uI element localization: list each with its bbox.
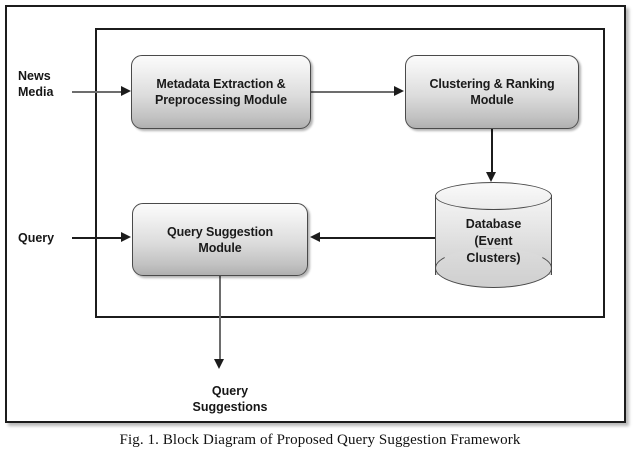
node-query-suggestion-module[interactable]: Query Suggestion Module: [132, 203, 308, 276]
output-label-query-suggestions: Query Suggestions: [192, 384, 268, 415]
input-label-query: Query: [18, 231, 55, 245]
cylinder-bottom-ellipse: [435, 248, 552, 288]
arrowhead-query-to-querysuggestion: [121, 232, 131, 242]
arrowhead-clustering-to-database: [486, 172, 496, 182]
node-metadata-extraction-preprocessing-module[interactable]: Metadata Extraction & Preprocessing Modu…: [131, 55, 311, 129]
connector-querysuggestion-to-output: [219, 276, 221, 362]
connector-database-to-querysuggestion: [320, 237, 438, 239]
arrowhead-news-to-metadata: [121, 86, 131, 96]
arrowhead-metadata-to-clustering: [394, 86, 404, 96]
node-database-event-clusters[interactable]: Database (Event Clusters): [435, 182, 552, 288]
cylinder-top-ellipse: [435, 182, 552, 210]
figure-caption: Fig. 1. Block Diagram of Proposed Query …: [119, 432, 521, 448]
arrowhead-querysuggestion-to-output: [214, 359, 224, 369]
arrowhead-database-to-querysuggestion: [310, 232, 320, 242]
input-label-news-media: News Media: [18, 69, 54, 100]
connector-news-to-metadata: [72, 91, 124, 93]
connector-clustering-to-database: [491, 129, 493, 175]
system-boundary-border: [95, 28, 605, 318]
node-clustering-ranking-module[interactable]: Clustering & Ranking Module: [405, 55, 579, 129]
connector-query-to-querysuggestion: [72, 237, 124, 239]
connector-metadata-to-clustering: [311, 91, 396, 93]
database-label: Database (Event Clusters): [465, 217, 522, 265]
